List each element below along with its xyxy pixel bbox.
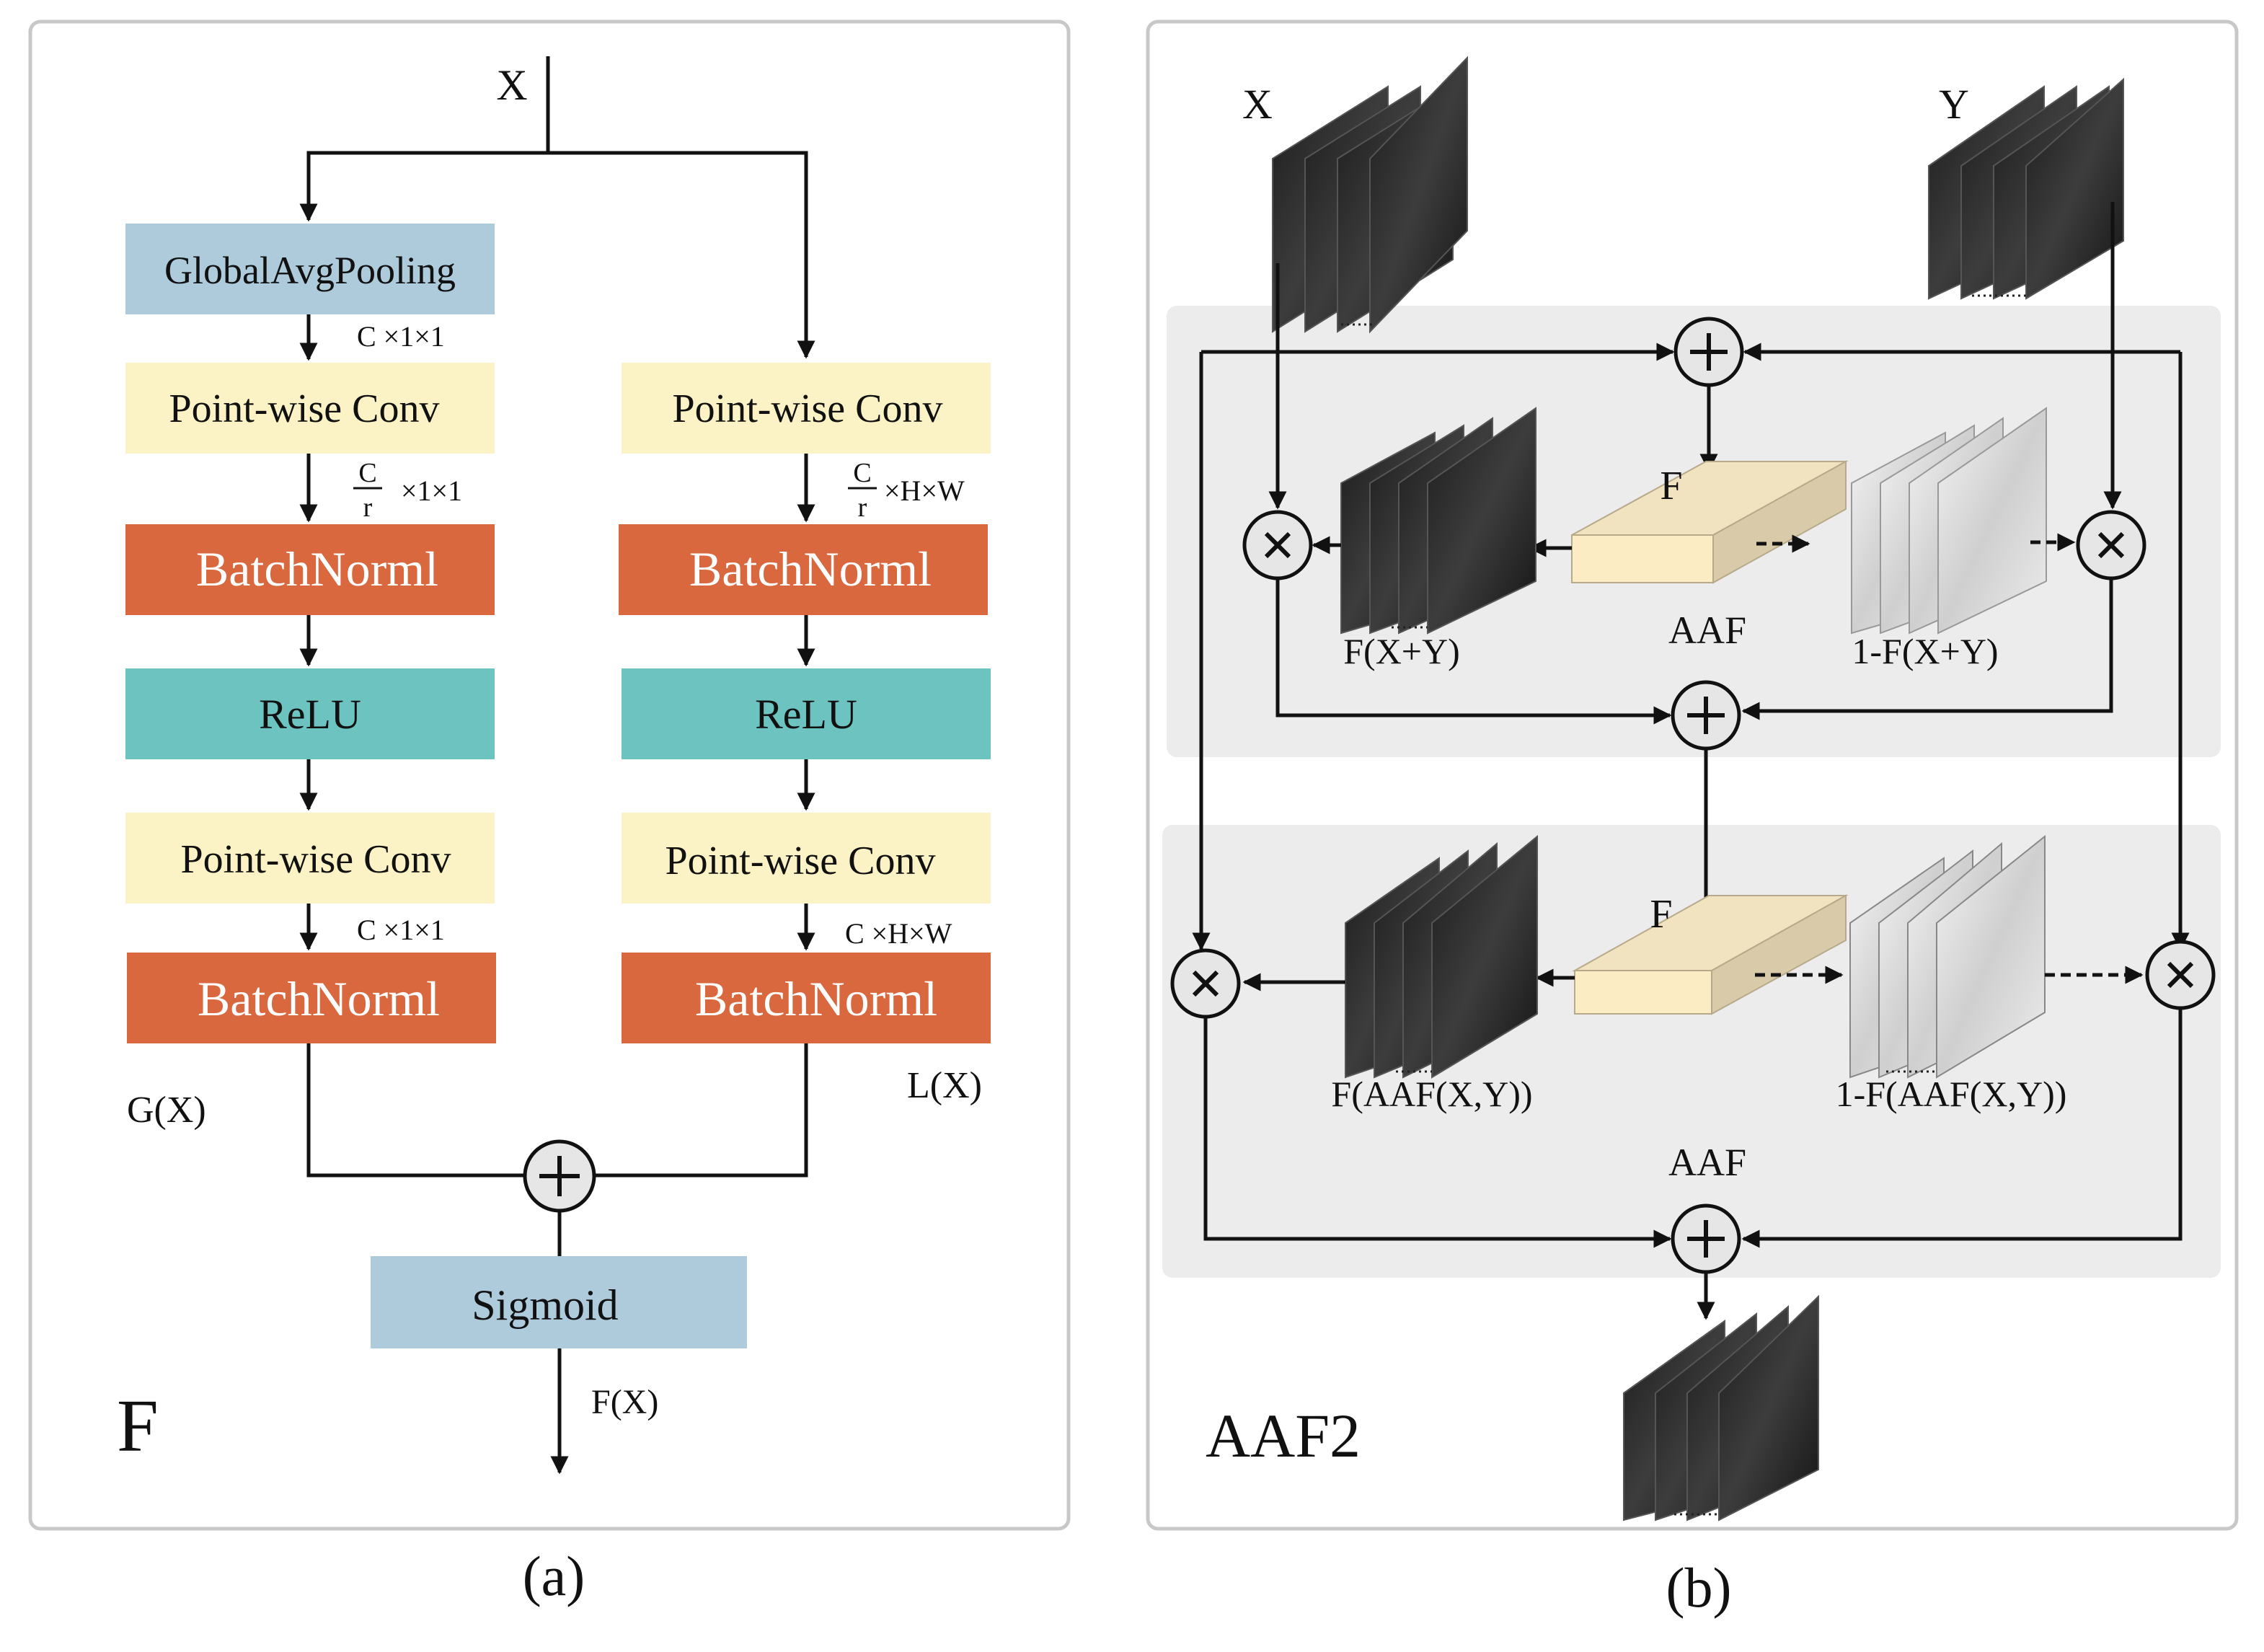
stage-1-aaf-label: AAF <box>1668 609 1746 652</box>
stage-1-aaf-box <box>1571 460 1849 584</box>
stage-2-right-multiply-node <box>2145 940 2216 1010</box>
local-batchnorm-1-block <box>619 524 988 615</box>
input-y-label: Y <box>1939 81 1969 128</box>
input-y-feature-stack <box>1928 77 2124 300</box>
panel-b-title: AAF2 <box>1206 1401 1361 1470</box>
local-dim-2-denominator: r <box>858 492 867 523</box>
global-pointwise-conv-1-label: Point-wise Conv <box>169 387 440 431</box>
global-pointwise-conv-2-block <box>125 813 495 904</box>
global-batchnorm-1-block <box>125 524 495 615</box>
global-dim-3: C ×1×1 <box>357 914 445 946</box>
stage-1-left-feature-stack <box>1340 407 1536 635</box>
stage-2-right-feature-stack <box>1849 834 2046 1079</box>
global-dim-2-denominator: r <box>363 492 373 523</box>
global-dim-2-rest: ×1×1 <box>401 474 462 507</box>
global-pointwise-conv-2-label: Point-wise Conv <box>181 837 451 882</box>
stage-2-right-mult-to-add-line <box>1741 1008 2183 1248</box>
local-merge-line <box>594 1043 808 1178</box>
stage-1-top-add-node <box>1673 317 1744 387</box>
global-relu-label: ReLU <box>259 691 361 738</box>
stage-2-aaf-label: AAF <box>1668 1141 1746 1184</box>
stage-1-right-multiply-node <box>2076 510 2146 580</box>
stage-1-bottom-add-node <box>1671 680 1741 751</box>
stage-1-f-label: F <box>1660 464 1682 508</box>
global-relu-block <box>125 668 495 759</box>
local-pointwise-conv-2-label: Point-wise Conv <box>666 839 936 883</box>
stage-1-left-multiply-node <box>1242 510 1313 580</box>
stage-1-left-map-label: F(X+Y) <box>1343 631 1460 671</box>
panel-a-output-label: F(X) <box>591 1383 658 1421</box>
stage-2-aaf-box <box>1572 894 1849 1015</box>
stage-2-left-mult-to-add-line <box>1203 1017 1672 1248</box>
local-dim-2-numerator: C <box>853 458 871 488</box>
stage-2-add-node <box>1671 1203 1741 1274</box>
global-dim-2-numerator: C <box>358 458 376 488</box>
panel-a-caption: (a) <box>523 1545 585 1607</box>
panel-a-input-label: X <box>496 61 527 109</box>
output-feature-stack <box>1623 1294 1819 1521</box>
local-pointwise-conv-1-label: Point-wise Conv <box>673 387 943 431</box>
panel-a-letter: F <box>117 1384 159 1467</box>
panel-a-add-node <box>523 1139 596 1213</box>
local-batchnorm-2-label: BatchNorml <box>695 971 937 1026</box>
local-output-label: L(X) <box>907 1065 982 1106</box>
local-batchnorm-1-label: BatchNorml <box>689 542 932 596</box>
left-mult-to-add-line <box>1275 578 1672 725</box>
stage-1-right-feature-stack <box>1851 407 2047 635</box>
local-dim-2-rest: ×H×W <box>884 474 965 507</box>
global-merge-line <box>306 1043 525 1178</box>
input-x-label: X <box>1242 81 1273 128</box>
sigmoid-block <box>371 1256 747 1348</box>
global-pointwise-conv-1-block <box>125 363 495 454</box>
global-output-label: G(X) <box>127 1090 206 1131</box>
panel-b-caption: (b) <box>1666 1556 1732 1619</box>
global-dim-1: C ×1×1 <box>357 320 445 353</box>
sigmoid-label: Sigmoid <box>472 1281 618 1329</box>
stage-2-left-map-label: F(AAF(X,Y)) <box>1331 1074 1532 1114</box>
local-relu-block <box>622 668 991 759</box>
local-pointwise-conv-2-block <box>622 813 991 904</box>
local-relu-label: ReLU <box>755 691 857 738</box>
stage-2-left-feature-stack <box>1345 834 1538 1079</box>
global-batchnorm-2-block <box>127 953 496 1043</box>
local-dim-3: C ×H×W <box>845 917 952 950</box>
stage-2-right-map-label: 1-F(AAF(X,Y)) <box>1836 1074 2067 1114</box>
stage-1-right-map-label: 1-F(X+Y) <box>1852 631 1998 671</box>
local-batchnorm-2-block <box>622 953 991 1043</box>
input-x-feature-stack <box>1272 56 1468 334</box>
global-batchnorm-1-label: BatchNorml <box>196 542 438 596</box>
global-avg-pooling-label: GlobalAvgPooling <box>164 249 456 292</box>
local-pointwise-conv-1-block <box>622 363 991 454</box>
right-mult-to-add-line <box>1741 578 2113 720</box>
global-batchnorm-2-label: BatchNorml <box>198 971 440 1026</box>
stage-2-f-label: F <box>1650 892 1672 937</box>
stage-2-left-multiply-node <box>1170 948 1241 1019</box>
global-avg-pooling-block <box>125 224 495 314</box>
